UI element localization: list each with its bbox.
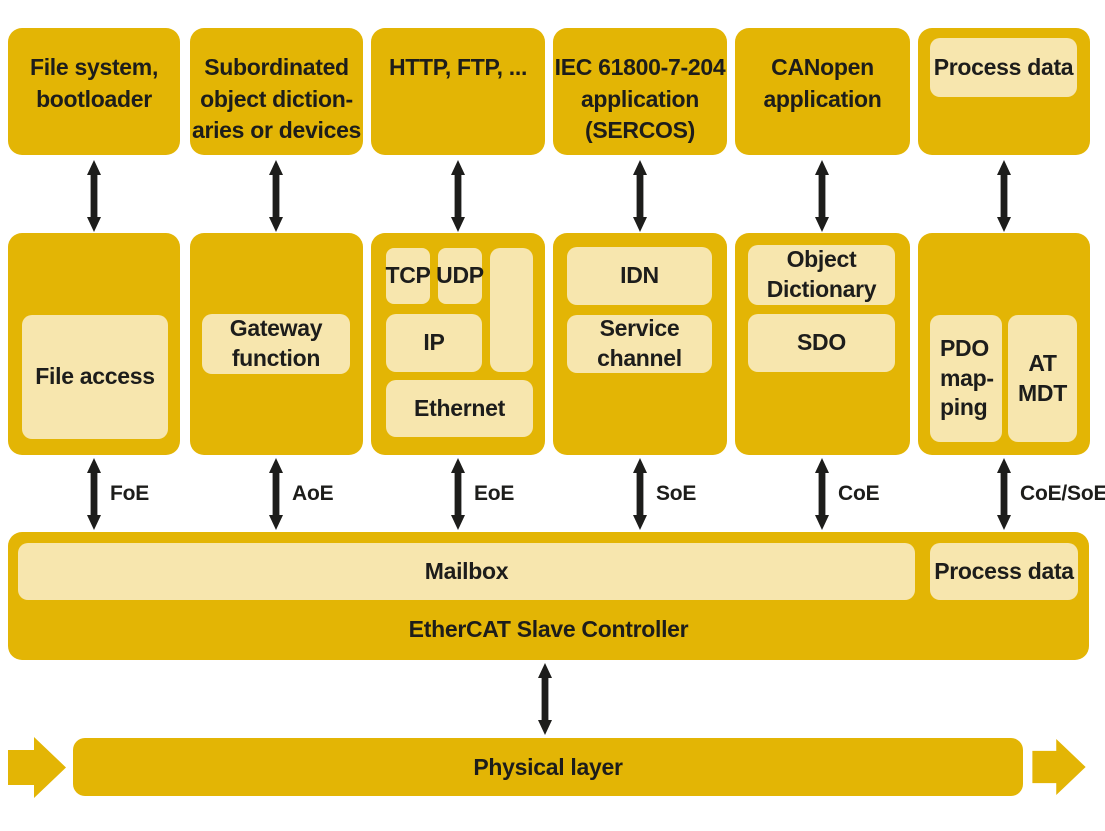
double-arrow-icon	[87, 160, 101, 232]
chip-udp: UDP	[436, 248, 484, 304]
chip-process-data-top-label: Process data	[933, 53, 1074, 80]
box-file-system-label: File system, bootloader	[29, 54, 159, 112]
chip-ip-label: IP	[423, 329, 445, 356]
double-arrow-icon	[633, 160, 647, 232]
chip-mailbox: Mailbox	[18, 543, 915, 600]
box-coesoe-stack: PDO map- ping AT MDT	[918, 233, 1090, 455]
chip-object-dictionary: Object Dictionary	[748, 245, 895, 305]
double-arrow-icon	[269, 160, 283, 232]
box-iec-application-label: IEC 61800-7-204 application (SERCOS)	[554, 54, 726, 144]
chip-tcp: TCP	[385, 248, 431, 304]
double-arrow-icon	[997, 458, 1011, 530]
chip-idn: IDN	[567, 247, 712, 305]
double-arrow-icon	[269, 458, 283, 530]
chip-service-channel-label: Service channel	[597, 315, 682, 371]
box-coe-stack: Object Dictionary SDO	[735, 233, 910, 455]
double-arrow-icon	[815, 458, 829, 530]
chip-ethernet: Ethernet	[386, 380, 533, 437]
chip-file-access-label: File access	[35, 363, 155, 390]
box-subordinated-dictionaries: Subordinated object diction- aries or de…	[190, 28, 363, 155]
box-process-data-top: Process data	[918, 28, 1090, 155]
double-arrow-icon	[451, 160, 465, 232]
protocol-label-eoe: EoE	[474, 482, 515, 505]
double-arrow-icon	[633, 458, 647, 530]
chip-sdo-label: SDO	[797, 329, 846, 356]
chip-ethernet-label: Ethernet	[414, 394, 505, 421]
protocol-label-coesoe: CoE/SoE	[1020, 482, 1105, 505]
protocol-label-foe: FoE	[110, 482, 150, 505]
flow-arrow-left-icon	[8, 737, 66, 798]
chip-sdo: SDO	[748, 314, 895, 372]
double-arrow-icon	[997, 160, 1011, 232]
esc-title: EtherCAT Slave Controller	[408, 615, 689, 642]
chip-esc-process-data: Process data	[930, 543, 1078, 600]
box-foe-stack: File access	[8, 233, 180, 455]
chip-spare	[490, 248, 533, 372]
box-aoe-stack: Gateway function	[190, 233, 363, 455]
double-arrow-icon	[815, 160, 829, 232]
box-subordinated-dictionaries-label: Subordinated object diction- aries or de…	[191, 54, 362, 144]
chip-esc-process-data-label: Process data	[934, 557, 1074, 584]
protocol-label-aoe: AoE	[292, 482, 334, 505]
flow-arrow-right-icon	[1032, 739, 1086, 795]
chip-tcp-label: TCP	[385, 262, 431, 289]
chip-gateway-function: Gateway function	[202, 314, 350, 374]
box-eoe-stack: TCP UDP IP Ethernet	[371, 233, 545, 455]
double-arrow-icon	[451, 458, 465, 530]
double-arrow-icon	[87, 458, 101, 530]
box-iec-application: IEC 61800-7-204 application (SERCOS)	[553, 28, 727, 155]
box-canopen-application: CANopen application	[735, 28, 910, 155]
protocol-label-coe: CoE	[838, 482, 880, 505]
double-arrow-icon	[538, 663, 552, 735]
physical-layer-bar: Physical layer	[73, 738, 1023, 796]
box-http-ftp-label: HTTP, FTP, ...	[388, 54, 528, 80]
chip-at-mdt: AT MDT	[1008, 315, 1077, 442]
chip-file-access: File access	[22, 315, 168, 439]
chip-pdo-mapping: PDO map- ping	[930, 315, 1002, 442]
chip-at-mdt-label: AT MDT	[1018, 349, 1067, 406]
chip-object-dictionary-label: Object Dictionary	[766, 246, 877, 302]
chip-pdo-mapping-label: PDO map- ping	[940, 334, 994, 421]
chip-idn-label: IDN	[620, 262, 659, 289]
chip-udp-label: UDP	[436, 262, 484, 289]
chip-process-data-top: Process data	[930, 38, 1077, 97]
chip-ip: IP	[386, 314, 482, 372]
box-http-ftp: HTTP, FTP, ...	[371, 28, 545, 155]
chip-gateway-function-label: Gateway function	[229, 315, 323, 371]
box-soe-stack: IDN Service channel	[553, 233, 727, 455]
physical-layer-label: Physical layer	[473, 753, 623, 780]
chip-mailbox-label: Mailbox	[424, 557, 509, 584]
protocol-label-soe: SoE	[656, 482, 697, 505]
box-file-system: File system, bootloader	[8, 28, 180, 155]
box-canopen-application-label: CANopen application	[763, 54, 882, 112]
chip-service-channel: Service channel	[567, 315, 712, 373]
esc-box: Mailbox Process data EtherCAT Slave Cont…	[8, 532, 1089, 660]
